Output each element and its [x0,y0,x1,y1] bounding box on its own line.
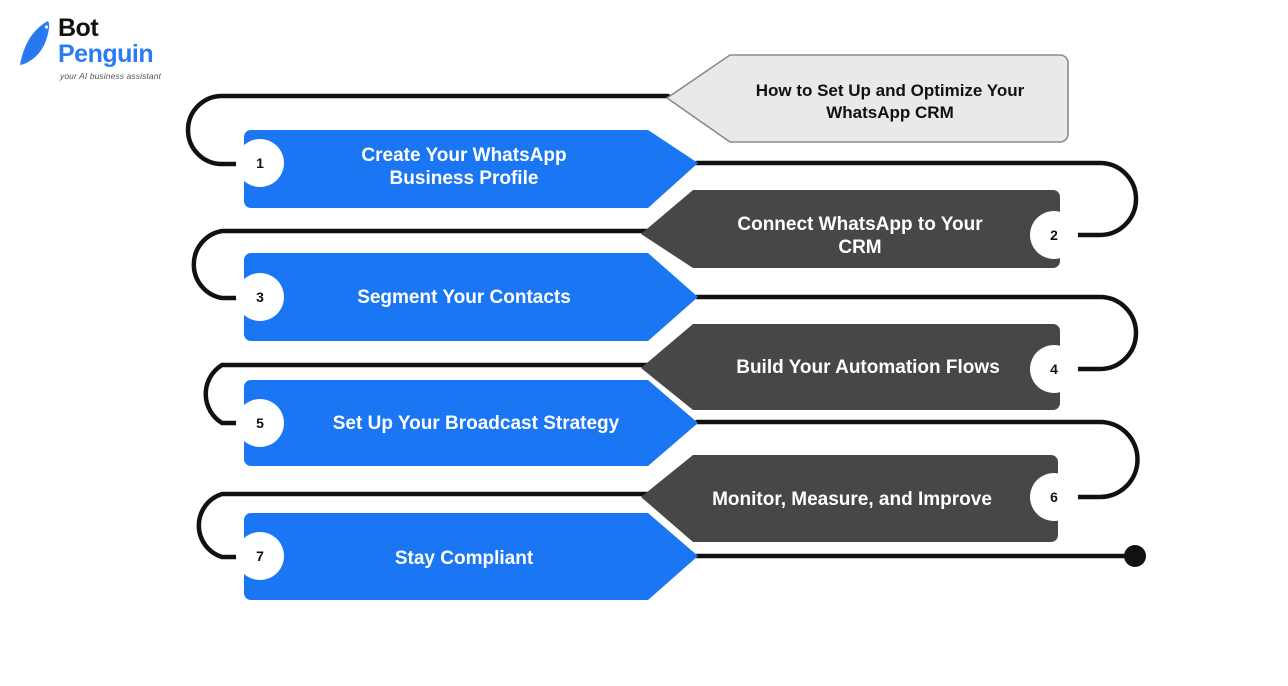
step-4-label-line1: Build Your Automation Flows [736,357,1000,378]
step-4-arrow [641,324,1060,410]
header-title-line2: WhatsApp CRM [826,103,953,122]
step-2[interactable]: 2 Connect WhatsApp to Your CRM [641,190,1078,268]
connector-2-to-3 [191,228,671,301]
step-6-number: 6 [1050,489,1058,505]
step-1-arrow [244,130,698,208]
step-6[interactable]: 6 Monitor, Measure, and Improve [641,455,1078,542]
step-1-label-line1: Create Your WhatsApp [361,145,566,166]
brand-name-part2: Penguin [58,40,154,68]
step-2-label-line2: CRM [838,237,881,258]
step-6-arrow [641,455,1058,542]
step-1-number-circle [236,139,284,187]
step-5[interactable]: 5 Set Up Your Broadcast Strategy [236,380,698,466]
step-4-number: 4 [1050,361,1058,377]
end-dot-icon [1124,545,1146,567]
step-7-number-circle [236,532,284,580]
connector-1-to-2 [694,160,1139,238]
step-3-label-line1: Segment Your Contacts [357,287,571,308]
step-3[interactable]: 3 Segment Your Contacts [236,253,698,341]
header-banner: How to Set Up and Optimize Your WhatsApp… [666,54,1069,143]
connector-lines [185,93,1140,560]
step-7-number: 7 [256,548,264,564]
step-5-label-line1: Set Up Your Broadcast Strategy [333,413,620,434]
step-5-number: 5 [256,415,264,431]
penguin-icon [20,21,50,65]
step-1-label-line2: Business Profile [390,168,539,189]
step-4-number-circle [1030,345,1078,393]
step-2-number-circle [1030,211,1078,259]
step-3-number-circle [236,273,284,321]
step-7[interactable]: 7 Stay Compliant [236,513,698,600]
step-5-arrow [244,380,698,466]
step-2-arrow [641,190,1060,268]
step-7-label-line1: Stay Compliant [395,548,534,569]
step-2-number: 2 [1050,227,1058,243]
step-4[interactable]: 4 Build Your Automation Flows [641,324,1078,410]
brand-name-part1: Bot [58,14,99,42]
connector-title-to-1 [185,93,671,167]
step-6-number-circle [1030,473,1078,521]
brand-logo: Bot Penguin your AI business assistant [18,16,178,84]
step-3-arrow [244,253,698,341]
connector-6-to-7 [196,491,671,560]
step-7-arrow [244,513,698,600]
step-3-number: 3 [256,289,264,305]
header-title-line1: How to Set Up and Optimize Your [756,81,1025,100]
connector-5-to-6 [694,419,1140,500]
step-6-label-line1: Monitor, Measure, and Improve [712,489,992,510]
brand-name: Bot Penguin [58,14,154,69]
step-1-number: 1 [256,155,264,171]
connector-3-to-4 [694,294,1139,372]
connector-4-to-5 [203,362,671,426]
step-2-label-line1: Connect WhatsApp to Your [737,214,983,235]
step-1[interactable]: 1 Create Your WhatsApp Business Profile [236,130,698,208]
step-5-number-circle [236,399,284,447]
brand-tagline: your AI business assistant [60,71,162,81]
